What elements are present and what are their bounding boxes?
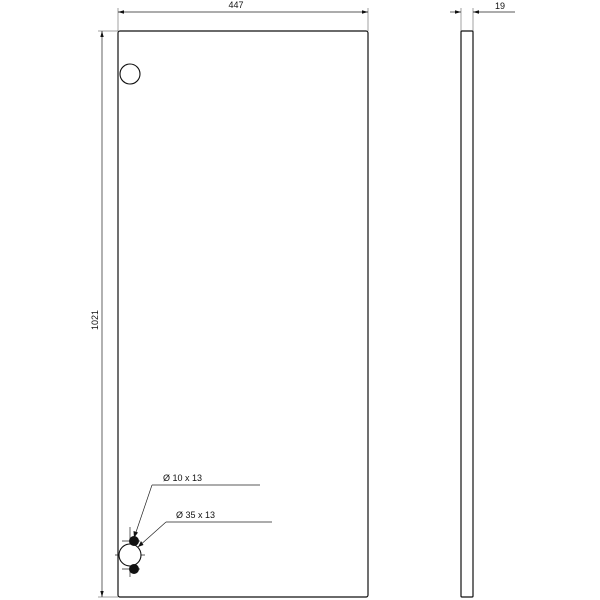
height-arrow-bottom	[100, 591, 104, 597]
thickness-arrow-right	[473, 10, 479, 14]
height-label: 1021	[90, 310, 100, 330]
thickness-label: 19	[495, 1, 505, 11]
width-dimension: 447	[117, 0, 369, 31]
hinge-cup-hole	[118, 543, 142, 567]
door-panel-front	[117, 30, 369, 598]
small-hole-label: Ø 10 x 13	[163, 473, 202, 483]
large-hole-leader-arrow	[138, 541, 144, 547]
width-arrow-left	[118, 10, 124, 14]
large-hole-callout: Ø 35 x 13	[137, 510, 272, 548]
small-hole-callout: Ø 10 x 13	[133, 473, 260, 539]
height-dimension: 1021	[90, 30, 118, 598]
width-arrow-right	[362, 10, 368, 14]
small-hole-leader-diagonal	[133, 484, 153, 539]
door-panel-side	[460, 30, 474, 598]
thickness-arrow-left	[455, 10, 461, 14]
large-hole-leader-diagonal	[137, 521, 167, 548]
top-hinge-hole	[119, 63, 141, 85]
upper-screw-hole	[129, 536, 139, 546]
small-hole-leader-arrow	[133, 531, 138, 538]
thickness-dimension: 19	[450, 1, 515, 31]
hinge-detail	[115, 527, 145, 577]
large-hole-label: Ø 35 x 13	[176, 510, 215, 520]
height-arrow-top	[100, 31, 104, 37]
width-label: 447	[228, 0, 243, 10]
lower-screw-hole	[129, 564, 139, 574]
